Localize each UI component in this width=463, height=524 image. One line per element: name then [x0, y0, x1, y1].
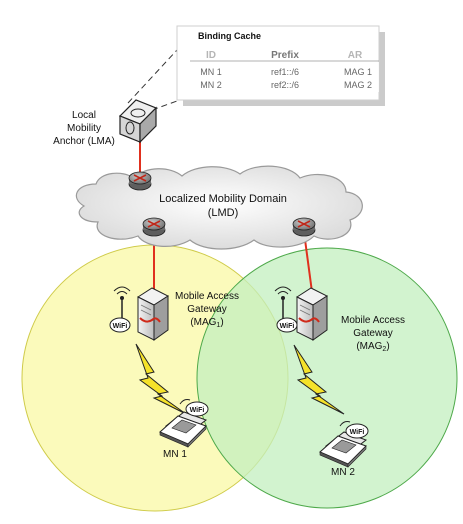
lmd-label-line1: Localized Mobility Domain — [159, 193, 287, 205]
row1-ar: MAG 1 — [344, 67, 372, 77]
binding-cache-row: MN 1 ref1::/6 MAG 1 — [200, 67, 372, 77]
mn1-label: MN 1 — [163, 449, 187, 460]
wifi-badge-icon: WiFi — [339, 421, 369, 439]
col-header-id: ID — [206, 50, 216, 61]
wifi-badge-text: WiFi — [190, 407, 205, 414]
mag1-server-icon — [136, 287, 170, 341]
mn2-label: MN 2 — [331, 467, 355, 478]
wifi-badge-text: WiFi — [113, 323, 128, 330]
col-header-prefix: Prefix — [271, 50, 299, 61]
binding-cache-panel: Binding Cache ID Prefix AR MN 1 ref1::/6… — [176, 25, 385, 106]
lma-server-icon — [118, 99, 158, 144]
binding-cache-title: Binding Cache — [198, 31, 261, 41]
mag2-label-line2: Gateway — [353, 328, 392, 339]
mag1-access-point-icon — [113, 286, 131, 320]
row2-ar: MAG 2 — [344, 80, 372, 90]
wifi-badge-text: WiFi — [280, 323, 295, 330]
mag1-label-line2: Gateway — [187, 304, 226, 315]
binding-cache-row: MN 2 ref2::/6 MAG 2 — [200, 80, 372, 90]
zoom-line-left — [127, 49, 178, 104]
col-header-ar: AR — [348, 50, 363, 61]
lma-label-line2: Mobility — [67, 123, 101, 134]
mag2-coverage-area — [196, 247, 458, 509]
row2-prefix: ref2::/6 — [271, 80, 299, 90]
mag2-server-icon — [295, 287, 329, 341]
lma-label-line1: Local — [72, 110, 96, 121]
mag1-label-line3: (MAG1) — [190, 317, 223, 329]
router-icon — [128, 171, 152, 191]
row1-id: MN 1 — [200, 67, 222, 77]
wifi-badge-icon: WiFi — [179, 399, 209, 417]
mag1-label-line1: Mobile Access — [175, 291, 239, 302]
router-icon — [142, 217, 166, 237]
router-icon — [292, 217, 316, 237]
wifi-badge-icon: WiFi — [109, 317, 131, 333]
wifi-badge-text: WiFi — [350, 429, 365, 436]
row2-id: MN 2 — [200, 80, 222, 90]
wireless-link-lightning-icon — [293, 344, 345, 415]
mn2-laptop-icon — [319, 431, 368, 468]
mag2-label-line3: (MAG2) — [356, 341, 389, 353]
wifi-badge-icon: WiFi — [276, 317, 298, 333]
mn1-laptop-icon — [159, 411, 208, 448]
row1-prefix: ref1::/6 — [271, 67, 299, 77]
lmd-label-line2: (LMD) — [208, 207, 239, 219]
lma-label-line3: Anchor (LMA) — [53, 136, 115, 147]
mag2-label-line1: Mobile Access — [341, 315, 405, 326]
mag2-access-point-icon — [274, 286, 292, 320]
